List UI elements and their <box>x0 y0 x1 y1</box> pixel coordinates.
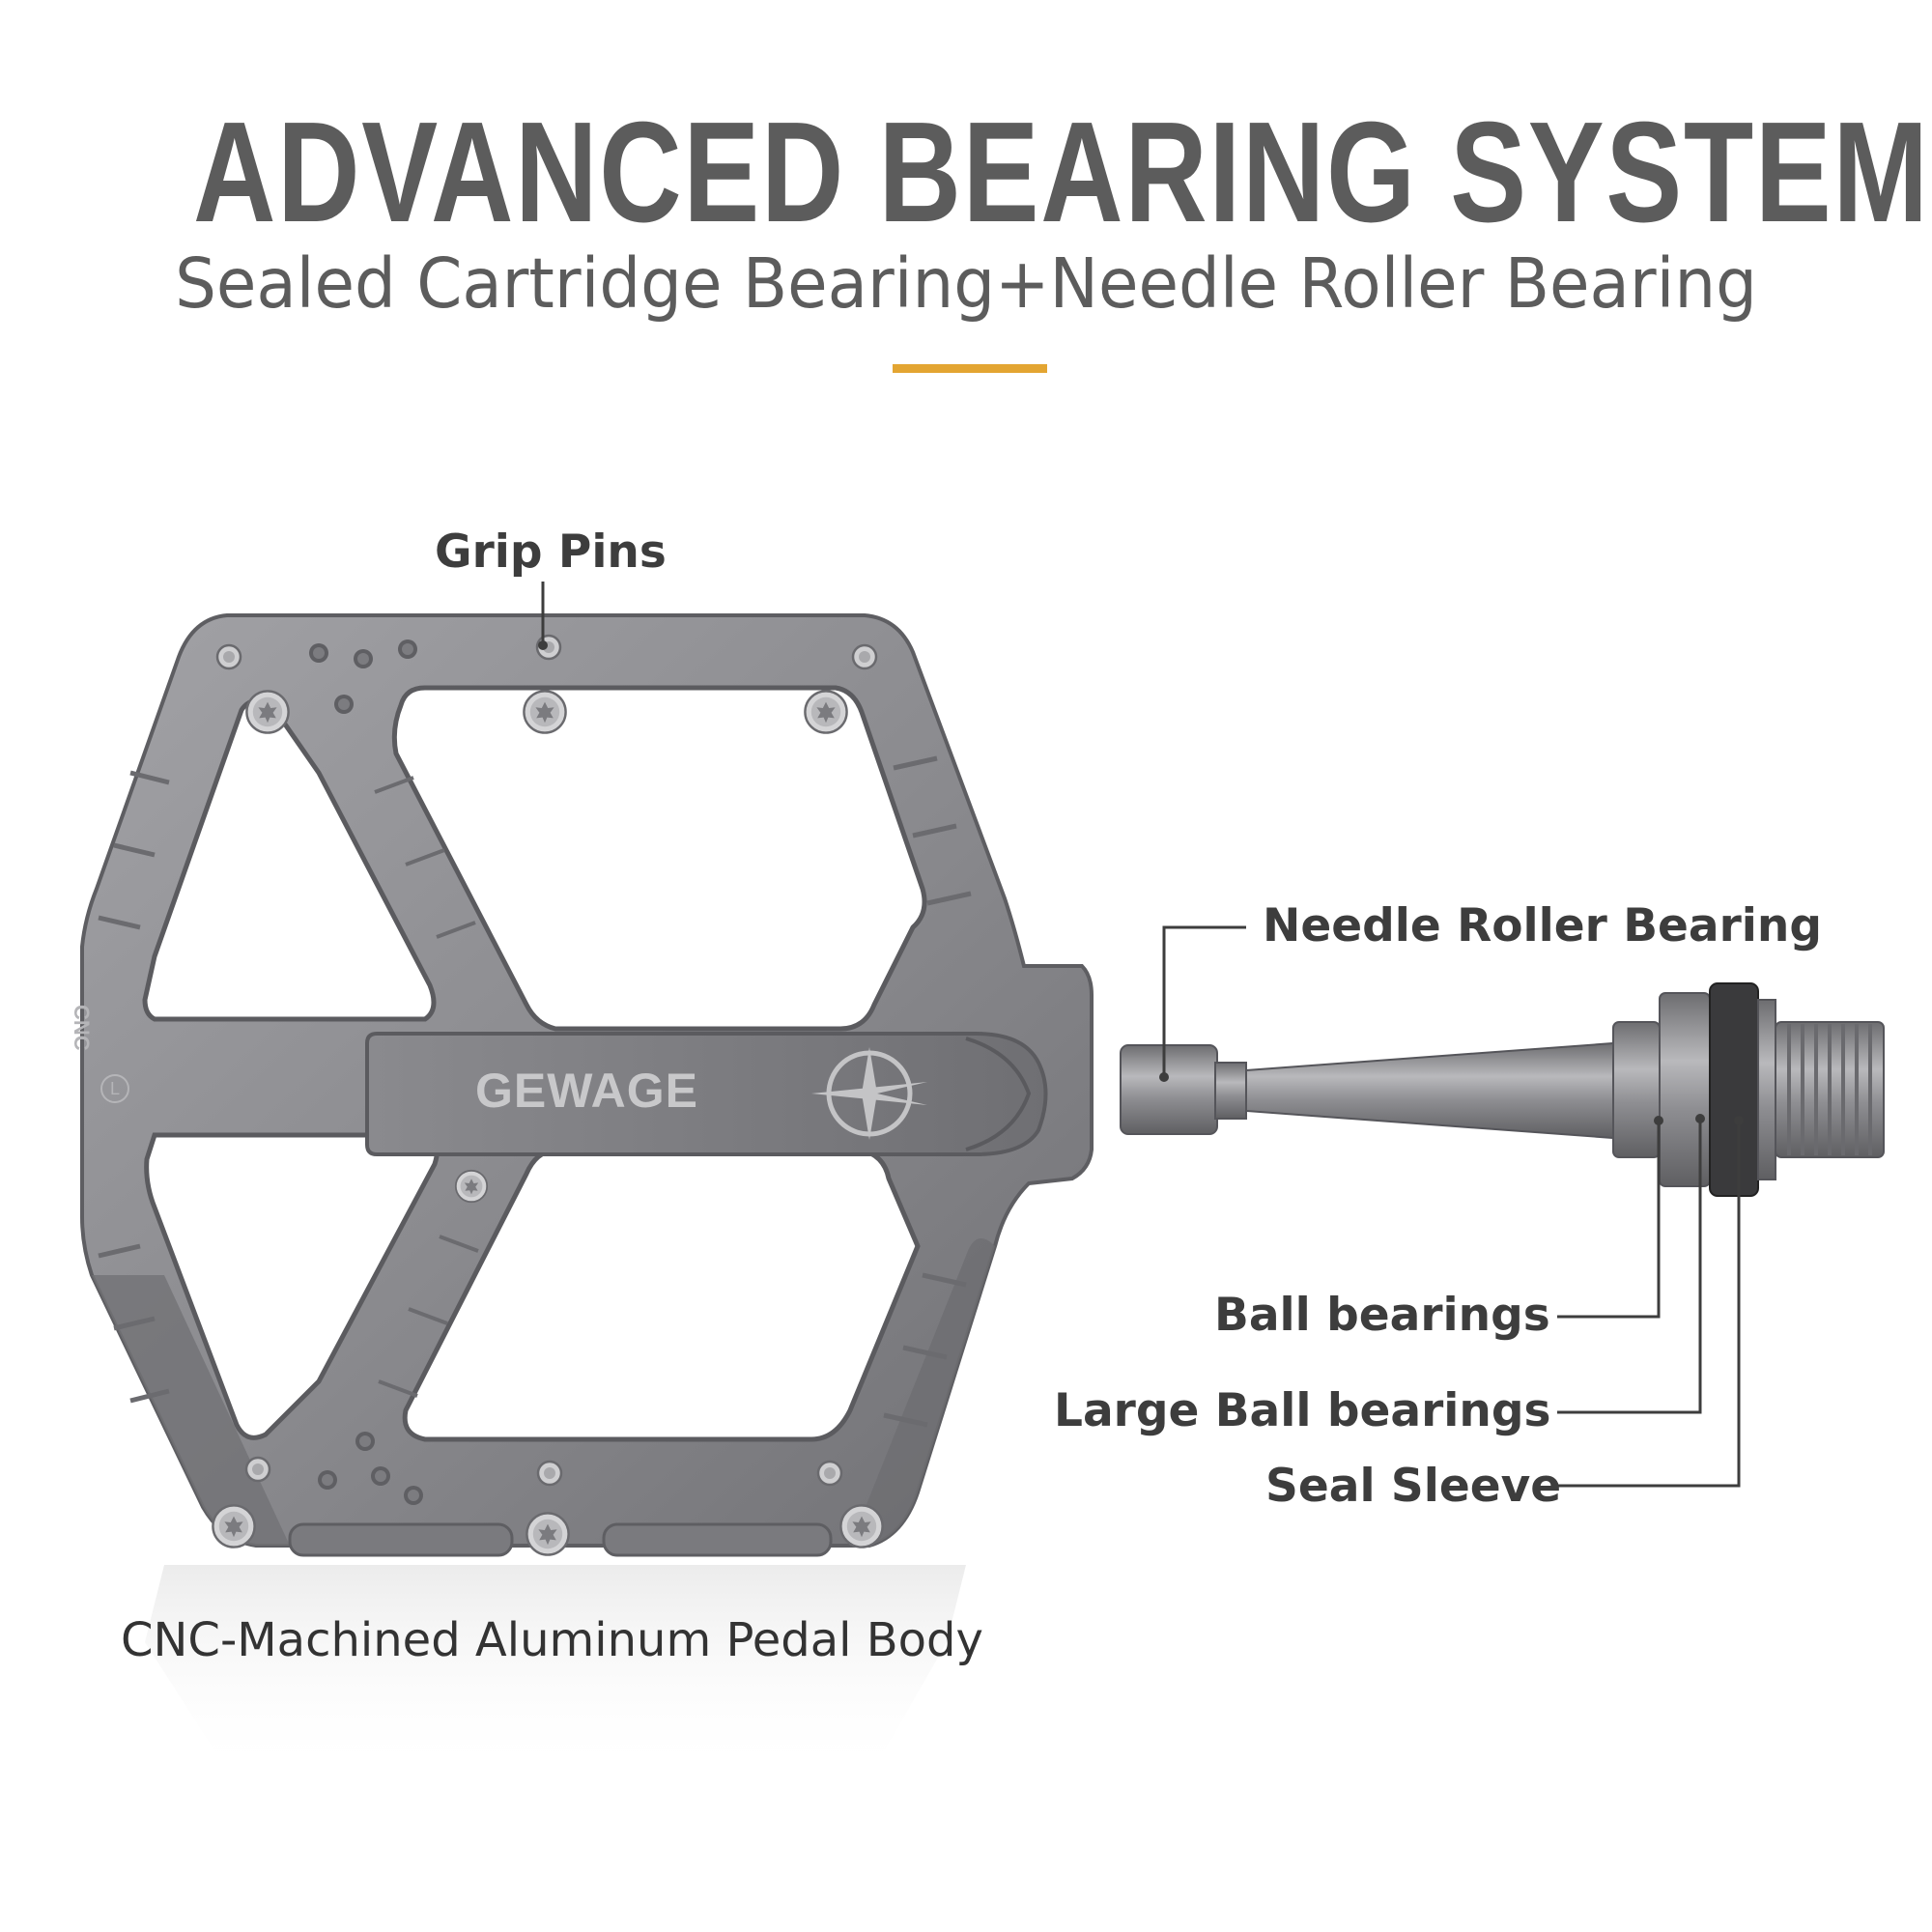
edge-grooves-right <box>883 755 972 1428</box>
page-subtitle: Sealed Cartridge Bearing+Needle Roller B… <box>175 243 1757 324</box>
grip-pin-icon <box>536 1460 563 1487</box>
callout-ball-bearings: Ball bearings <box>1214 1289 1550 1342</box>
torx-screw-icon <box>526 1512 570 1556</box>
needle-roller-bearing-part <box>1120 1044 1218 1135</box>
callout-needle-roller-bearing: Needle Roller Bearing <box>1263 899 1823 952</box>
brand-logo-icon <box>811 1047 927 1140</box>
callout-grip-pins: Grip Pins <box>435 526 667 579</box>
pedal-spindle <box>1120 982 1885 1197</box>
grip-pin-icon <box>215 643 242 670</box>
torx-screw-icon <box>523 690 567 734</box>
torx-screw-icon <box>454 1169 489 1204</box>
pedal-window-upper-right <box>391 685 927 1032</box>
pedal-reflection <box>145 1565 966 1777</box>
torx-screw-icon <box>245 690 290 734</box>
bottom-slot-left <box>288 1522 514 1557</box>
bottom-slot-right <box>602 1522 833 1557</box>
seal-sleeve-part <box>1709 982 1759 1197</box>
callout-pedal-body: CNC-Machined Aluminum Pedal Body <box>121 1613 983 1667</box>
callout-seal-sleeve: Seal Sleeve <box>1265 1460 1562 1513</box>
grip-pin-icon <box>816 1460 843 1487</box>
callout-leaders <box>541 582 1741 1488</box>
pedal-engraving-side: L <box>100 1074 129 1103</box>
torx-screw-icon <box>839 1504 884 1548</box>
edge-grooves-left <box>98 770 170 1404</box>
grip-pin-icon <box>244 1456 271 1483</box>
pedal-brand-text: GEWAGE <box>475 1064 699 1118</box>
ball-bearing-part <box>1612 1021 1661 1158</box>
torx-screw-icon <box>212 1504 256 1548</box>
pedal-window-lower-right <box>402 1147 921 1442</box>
large-ball-bearing-part <box>1659 992 1711 1187</box>
grip-pin-icon <box>851 643 878 670</box>
torx-screw-icon <box>804 690 848 734</box>
spindle-housing <box>365 1032 1048 1156</box>
accent-divider <box>893 364 1047 373</box>
pedal-engraving-cnc: CNC <box>70 1005 94 1051</box>
callout-large-ball-bearings: Large Ball bearings <box>1054 1384 1551 1437</box>
page-title: ADVANCED BEARING SYSTEM <box>193 93 1930 252</box>
